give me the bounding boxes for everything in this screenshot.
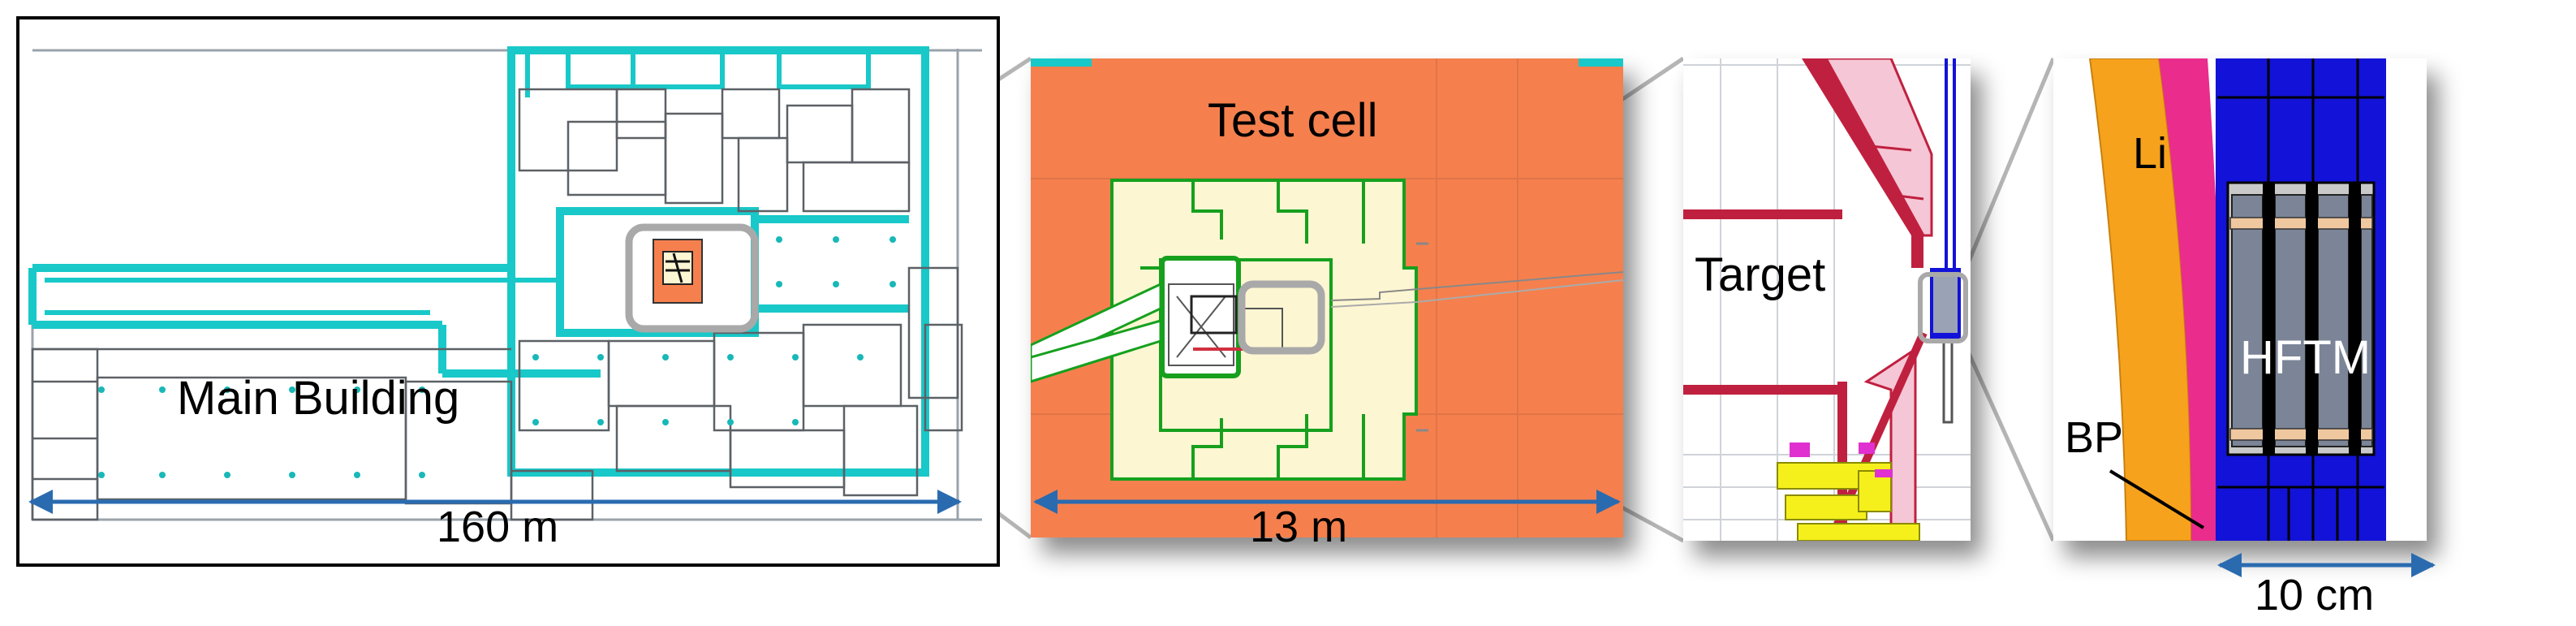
irradiation-capsules: [2226, 181, 2376, 456]
backplate-label: BP: [2065, 413, 2124, 462]
lithium-label: Li: [2133, 129, 2168, 178]
target-panel: [1683, 58, 1971, 541]
shielding-blocks: [1110, 179, 1418, 481]
building-zoom-box: [625, 223, 759, 333]
building-panel: [16, 16, 1000, 567]
test-cell-panel: [1031, 58, 1623, 537]
hftm-panel: [2053, 58, 2436, 577]
test-cell-scale-label: 13 m: [1250, 503, 1348, 551]
backplate-layer: [2159, 58, 2225, 541]
test-cell-label: Test cell: [1208, 94, 1378, 147]
hftm-label: HFTM: [2240, 331, 2371, 384]
building-scale-label: 160 m: [437, 503, 559, 551]
building-label: Main Building: [177, 372, 460, 425]
target-label: Target: [1695, 248, 1826, 301]
lithium-layer: [2088, 58, 2193, 541]
test-cell-zoom-box: [1238, 280, 1325, 355]
bp-pointer: [2109, 469, 2205, 529]
building-floorplan: [28, 46, 982, 521]
target-zoom-box: [1918, 272, 1968, 343]
hftm-scale-label: 10 cm: [2255, 571, 2375, 620]
